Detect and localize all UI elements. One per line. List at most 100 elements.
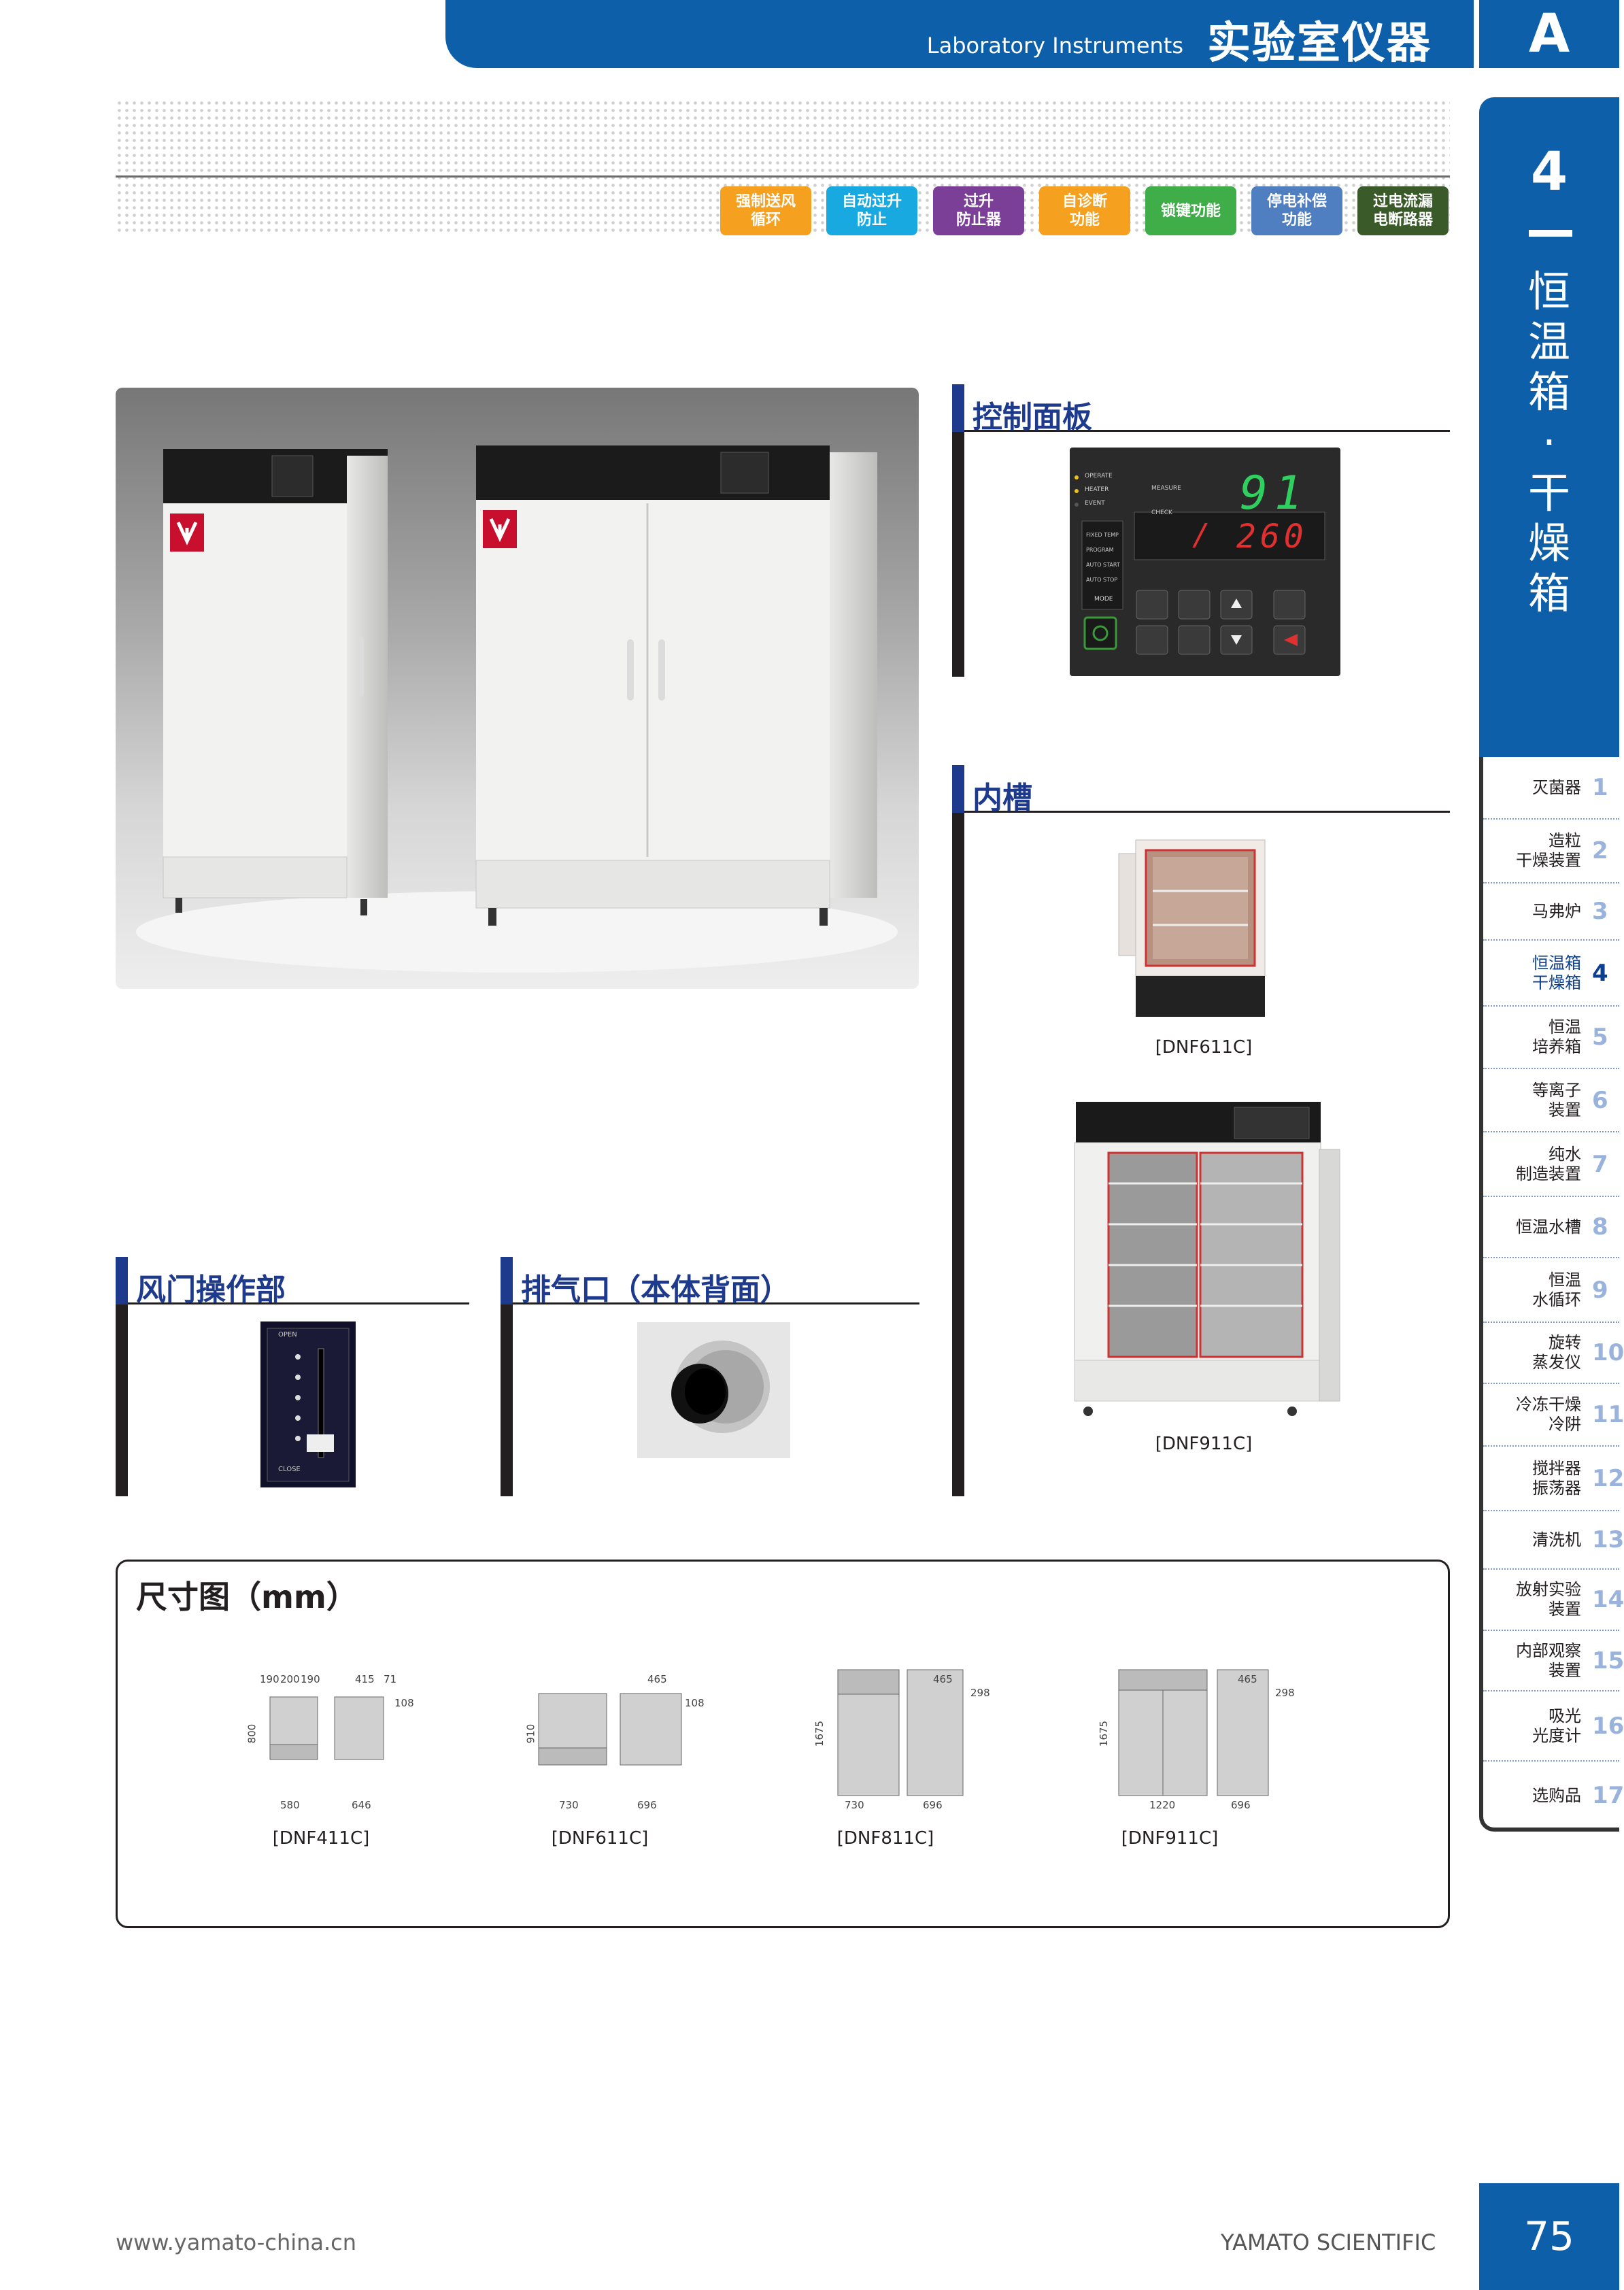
dimension-front_width: 1220	[1149, 1799, 1176, 1811]
section-rule	[116, 1304, 128, 1496]
sidebar-item-label: 造粒 干燥装置	[1516, 831, 1581, 870]
sidebar-item-2[interactable]: 造粒 干燥装置 2	[1483, 820, 1619, 883]
dimension-front-dim: 200	[280, 1673, 300, 1685]
dimensions-title: 尺寸图（mm）	[136, 1579, 358, 1615]
sidebar-item-4[interactable]: 恒温箱 干燥箱 4	[1483, 941, 1619, 1007]
feature-badge: 停电补偿 功能	[1251, 186, 1342, 235]
dimension-caption: [DNF411C]	[272, 1828, 370, 1849]
chapter-tab	[1479, 97, 1619, 757]
dimension-side_top: 415	[355, 1673, 375, 1685]
footer-url[interactable]: www.yamato-china.cn	[116, 2229, 357, 2255]
dimension-side_top: 465	[1238, 1673, 1257, 1685]
dimension-front_width: 730	[559, 1799, 579, 1811]
sidebar-item-10[interactable]: 旋转 蒸发仪 10	[1483, 1323, 1624, 1384]
sidebar-item-label: 马弗炉	[1532, 901, 1581, 921]
mode-program: PROGRAM	[1086, 547, 1114, 553]
mode-auto-start: AUTO START	[1086, 562, 1120, 568]
dimension-side_width: 646	[352, 1799, 371, 1811]
sidebar-item-number: 4	[1592, 959, 1608, 987]
chamber-title: 内槽	[972, 781, 1032, 815]
sidebar-item-number: 13	[1592, 1526, 1624, 1553]
chapter-title-char: 箱	[1527, 569, 1570, 618]
sidebar-item-12[interactable]: 搅拌器 振荡器 12	[1483, 1447, 1624, 1511]
sidebar-item-5[interactable]: 恒温 培养箱 5	[1483, 1007, 1619, 1069]
mode-fixed-temp: FIXED TEMP	[1086, 532, 1119, 538]
feature-badge: 过电流漏 电断路器	[1357, 186, 1449, 235]
dimension-drawing-1	[239, 1666, 457, 1830]
dimensions-box	[116, 1560, 1450, 1928]
chapter-dash	[1529, 230, 1572, 237]
sidebar-item-number: 11	[1592, 1401, 1624, 1428]
dimension-side_top: 465	[933, 1673, 953, 1685]
feature-badge: 自诊断 功能	[1039, 186, 1130, 235]
sidebar-item-label: 放射实验 装置	[1516, 1580, 1581, 1619]
sidebar-item-label: 冷冻干燥 冷阱	[1516, 1395, 1581, 1434]
sidebar-item-label: 搅拌器 振荡器	[1532, 1458, 1581, 1498]
sidebar-item-number: 15	[1592, 1647, 1624, 1674]
indicator-operate: OPERATE	[1085, 473, 1113, 479]
dimension-side_width: 696	[1231, 1799, 1251, 1811]
damper-title: 风门操作部	[136, 1273, 286, 1307]
sidebar-item-number: 2	[1592, 837, 1608, 864]
chapter-title-char: 箱	[1527, 367, 1570, 417]
control-panel-title: 控制面板	[972, 400, 1092, 435]
display-labels: MEASURE CHECK	[1151, 476, 1181, 525]
dimension-side_width: 696	[923, 1799, 943, 1811]
sidebar-item-label: 旋转 蒸发仪	[1532, 1333, 1581, 1372]
exhaust-title: 排气口（本体背面）	[521, 1273, 790, 1307]
sidebar-item-number: 14	[1592, 1586, 1624, 1613]
feature-badge: 自动过升 防止	[826, 186, 917, 235]
band-divider	[116, 175, 1450, 178]
header-title: 实验室仪器	[1207, 18, 1432, 69]
chapter-title-char: ·	[1542, 418, 1556, 467]
exhaust-image	[637, 1322, 790, 1458]
sidebar-item-number: 10	[1592, 1339, 1624, 1366]
damper-image: OPEN CLOSE	[260, 1321, 356, 1487]
dimension-side_mark: 108	[685, 1697, 705, 1709]
dimension-drawing-svg	[1118, 1669, 1269, 1796]
sidebar-item-8[interactable]: 恒温水槽 8	[1483, 1197, 1619, 1258]
section-rule	[952, 432, 964, 677]
sidebar-item-label: 灭菌器	[1532, 777, 1581, 797]
sidebar-item-number: 8	[1592, 1213, 1608, 1241]
sidebar-item-label: 恒温水槽	[1516, 1217, 1581, 1236]
feature-badge: 强制送风 循环	[720, 186, 811, 235]
dimension-front-dim: 190	[301, 1673, 320, 1685]
chapter-title: 恒温箱·干燥箱	[1479, 267, 1619, 619]
display-bottom: 260	[1236, 518, 1308, 556]
dimension-height: 800	[246, 1723, 258, 1744]
sidebar-item-number: 5	[1592, 1024, 1608, 1051]
sidebar-item-label: 恒温 水循环	[1532, 1270, 1581, 1309]
sidebar-item-label: 恒温箱 干燥箱	[1532, 953, 1581, 992]
section-marker	[501, 1257, 513, 1304]
dimension-height: 1675	[813, 1720, 826, 1747]
dimension-drawing-4	[1088, 1666, 1306, 1830]
page-number: 75	[1479, 2183, 1619, 2290]
section-rule	[501, 1304, 513, 1496]
mode-auto-stop: AUTO STOP	[1086, 577, 1118, 583]
chamber-header: 内槽	[952, 765, 1450, 815]
sidebar-item-14[interactable]: 放射实验 装置 14	[1483, 1570, 1624, 1631]
section-marker	[952, 384, 964, 432]
sidebar-item-11[interactable]: 冷冻干燥 冷阱 11	[1483, 1384, 1624, 1447]
chapter-title-char: 燥	[1527, 518, 1570, 568]
chapter-title-char: 恒	[1527, 267, 1570, 316]
chapter-number: 4	[1530, 141, 1568, 203]
chamber-caption-2: [DNF911C]	[1155, 1434, 1253, 1454]
dimension-front_width: 730	[845, 1799, 864, 1811]
sidebar-item-number: 12	[1592, 1464, 1624, 1492]
sidebar-item-label: 恒温 培养箱	[1532, 1017, 1581, 1056]
dimension-front-dim: 190	[260, 1673, 280, 1685]
footer-brand: YAMATO SCIENTIFIC	[1221, 2229, 1436, 2255]
feature-badge: 过升 防止器	[933, 186, 1024, 235]
